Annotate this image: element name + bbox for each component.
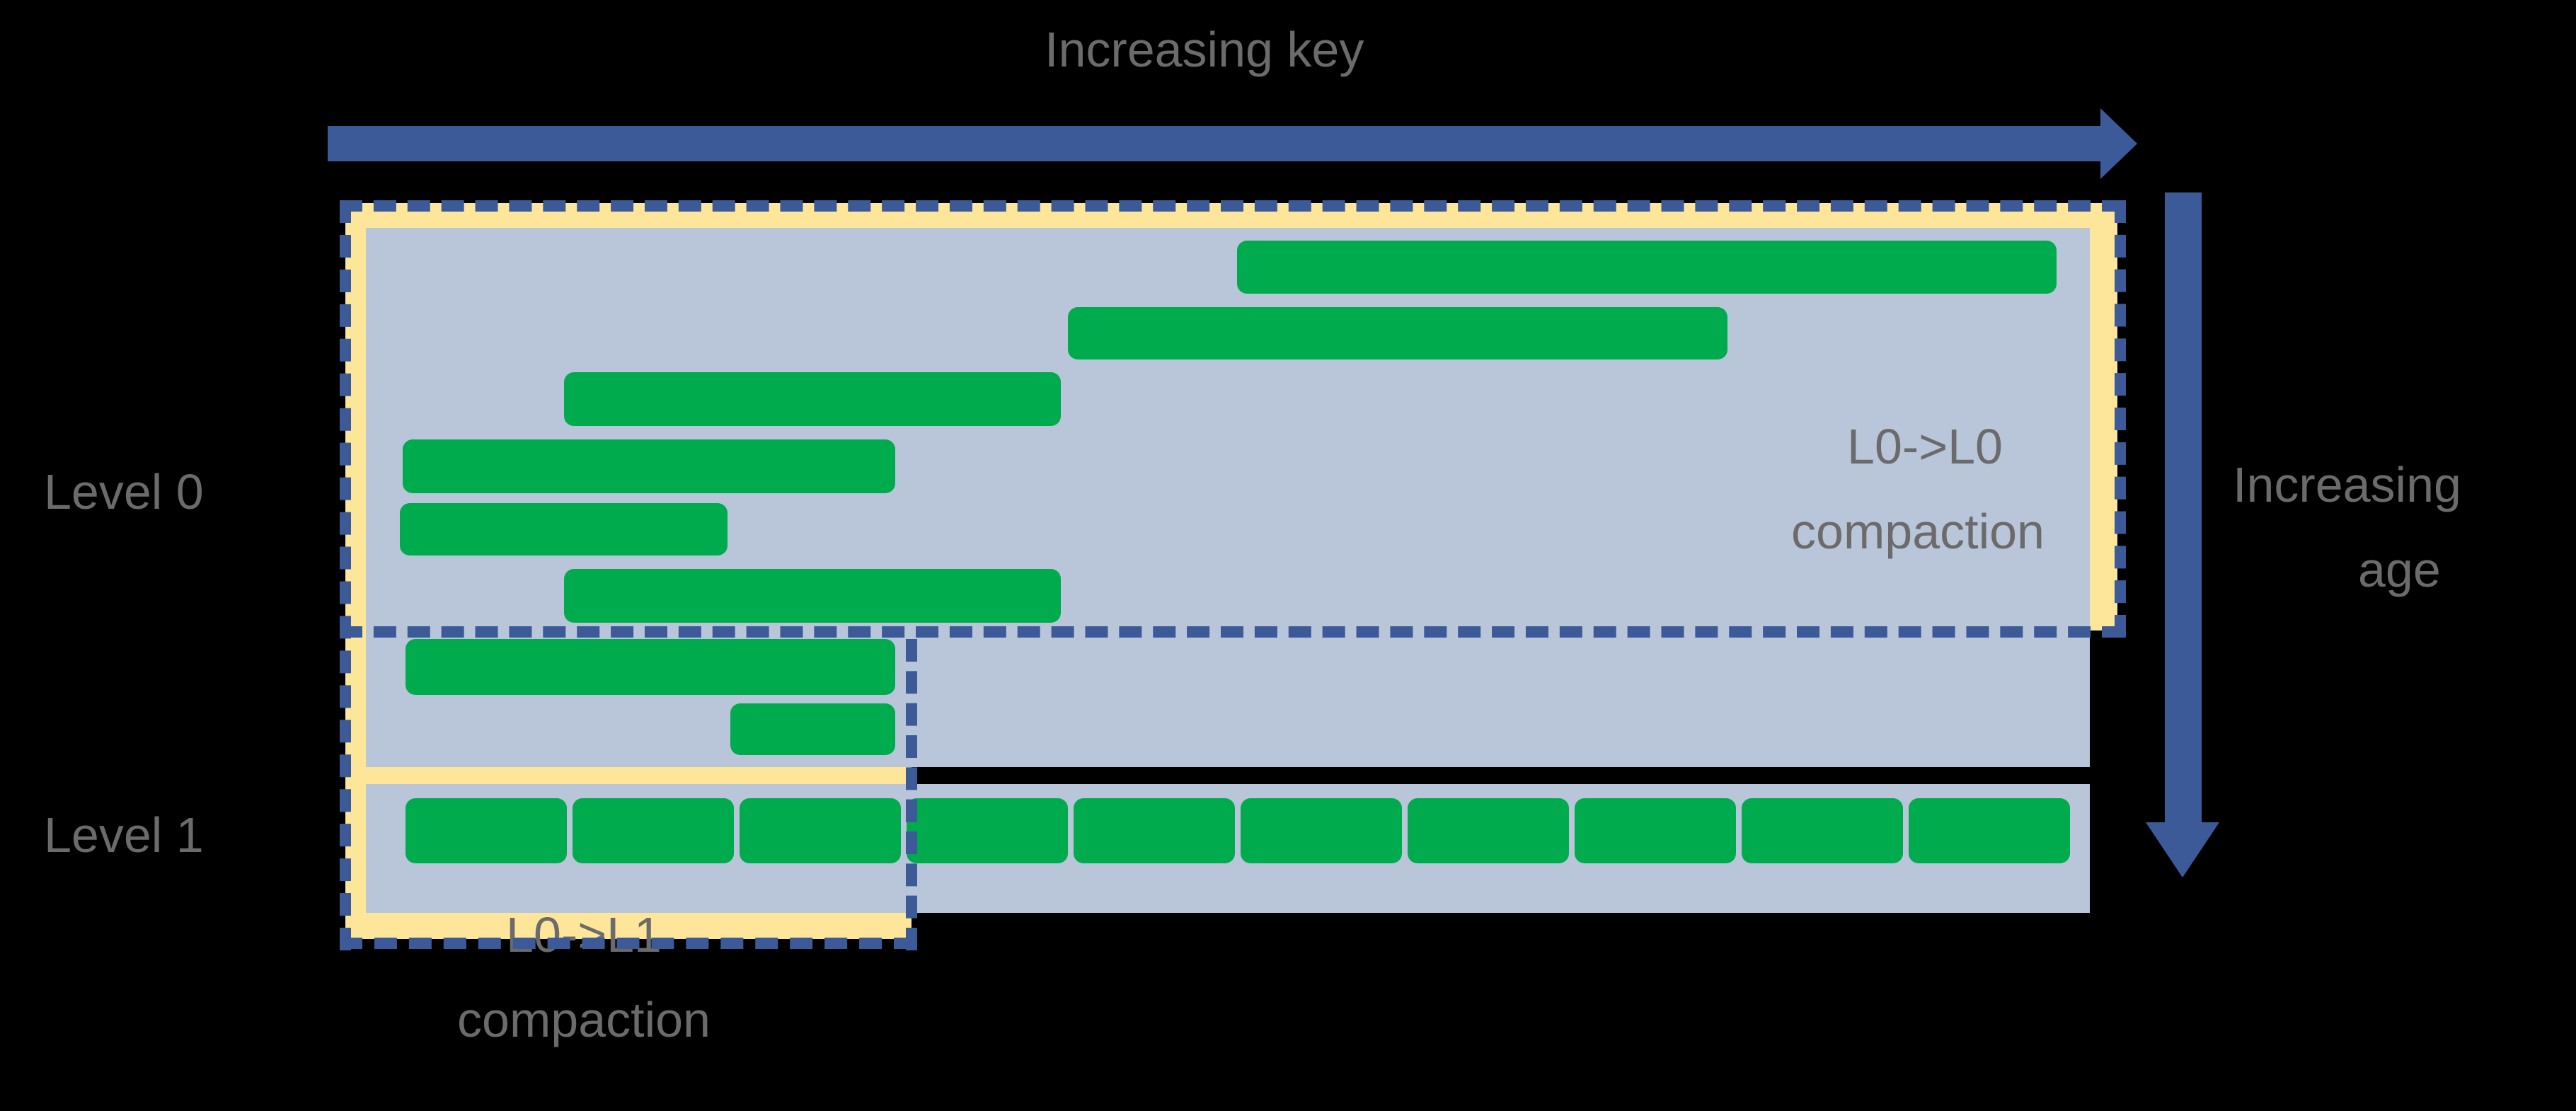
l0-to-l1-gap-fill (366, 767, 912, 784)
l0-to-l1-caption-line1: L0->L1 (506, 907, 662, 962)
level-0-sstable-1 (1068, 307, 1727, 359)
increasing-age-label-line2: age (2358, 542, 2441, 597)
increasing-age-arrow-shaft (2165, 192, 2202, 822)
level-0-label: Level 0 (44, 464, 204, 519)
level-1-sstable-9 (1909, 798, 2070, 863)
increasing-key-arrow-shaft (328, 126, 2100, 161)
level-0-sstable-0 (1237, 241, 2057, 294)
level-1-sstable-5 (1241, 798, 1402, 863)
increasing-key-label: Increasing key (1045, 22, 1364, 77)
l0-to-l1-dashed-left (340, 200, 351, 950)
l0-to-l1-dashed-right (906, 639, 917, 950)
l0-to-l1-caption-line2: compaction (457, 992, 711, 1047)
level-0-sstable-3 (403, 439, 895, 493)
l0-to-l1-dashed-bottom (340, 938, 916, 949)
l0-to-l0-dashed-top (340, 200, 2124, 212)
level-0-sstable-5 (564, 569, 1061, 623)
level-0-sstable-2 (564, 372, 1061, 426)
l0-to-l0-dashed-right (2115, 200, 2126, 638)
increasing-age-arrow-head (2146, 822, 2219, 877)
level-1-sstable-3 (907, 798, 1068, 863)
level-0-sstable-6 (406, 639, 895, 695)
level-0-sstable-7 (730, 703, 895, 755)
level-1-sstable-2 (740, 798, 901, 863)
level-1-sstable-1 (573, 798, 734, 863)
increasing-age-label-line1: Increasing (2233, 457, 2461, 512)
level-1-sstable-0 (406, 798, 567, 863)
level-1-label: Level 1 (44, 807, 204, 863)
level-1-sstable-7 (1575, 798, 1736, 863)
increasing-key-arrow-head (2100, 108, 2137, 179)
l0-to-l0-caption-line1: L0->L0 (1847, 419, 2003, 474)
level-1-sstable-6 (1408, 798, 1569, 863)
level-1-sstable-4 (1074, 798, 1235, 863)
l0-to-l0-dashed-bottom (340, 626, 2124, 638)
level-separator-gap (912, 767, 2090, 784)
level-1-sstable-8 (1742, 798, 1903, 863)
l0-to-l0-caption-line2: compaction (1791, 504, 2045, 559)
level-0-sstable-4 (400, 503, 728, 556)
